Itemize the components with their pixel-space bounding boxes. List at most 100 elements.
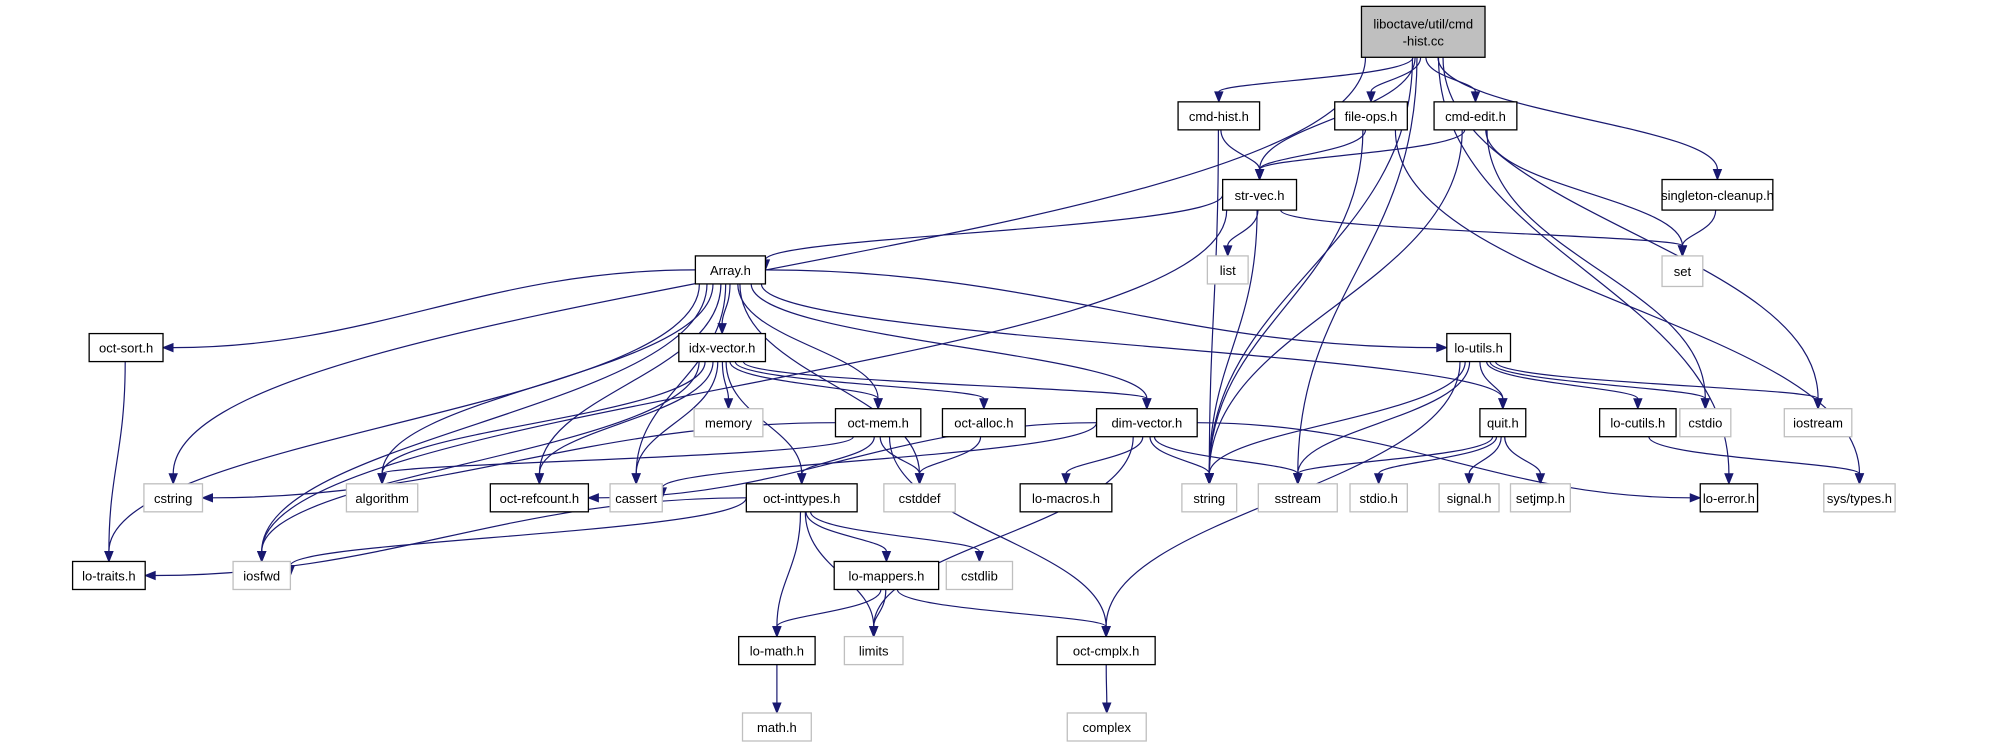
node-lo-macros-h[interactable]: lo-macros.h	[1019, 483, 1113, 513]
edge-line	[888, 436, 1107, 627]
arrowhead-icon	[1470, 91, 1481, 104]
edge-line	[635, 283, 727, 474]
node-complex: complex	[1066, 712, 1147, 742]
node-box	[1349, 483, 1408, 513]
node-label: cstdio	[1688, 416, 1722, 431]
edge-line	[108, 361, 126, 552]
edge-line	[1153, 436, 1299, 475]
node-box	[1661, 178, 1774, 211]
edge-array-h-to-oct-sort-h	[161, 269, 696, 353]
edge-quit-h-to-stdio-h	[1373, 436, 1498, 486]
node-box	[1019, 483, 1113, 513]
edge-lo-utils-h-to-lo-cutils-h	[1486, 361, 1643, 411]
edge-oct-alloc-h-to-cstddef	[914, 436, 982, 486]
node-label: complex	[1083, 720, 1132, 735]
edge-idx-vector-h-to-oct-alloc-h	[734, 361, 989, 411]
node-lo-math-h[interactable]: lo-math.h	[738, 635, 816, 666]
edge-quit-h-to-setjmp-h	[1504, 436, 1546, 486]
node-oct-refcount-h[interactable]: oct-refcount.h	[489, 483, 590, 513]
node-label: signal.h	[1447, 491, 1492, 506]
node-oct-cmplx-h[interactable]: oct-cmplx.h	[1056, 635, 1156, 666]
node-lo-utils-h[interactable]: lo-utils.h	[1446, 332, 1512, 363]
node-root[interactable]: liboctave/util/cmd-hist.cc	[1360, 5, 1486, 58]
node-label: Array.h	[710, 263, 751, 278]
node-lo-traits-h[interactable]: lo-traits.h	[71, 560, 146, 591]
node-label: oct-refcount.h	[500, 491, 580, 506]
node-label: math.h	[757, 720, 797, 735]
edge-line	[742, 361, 1148, 400]
edge-line	[1280, 209, 1683, 247]
edge-root-to-singleton-cleanup-h	[1437, 57, 1723, 181]
node-label: file-ops.h	[1345, 109, 1398, 124]
edge-line	[739, 283, 921, 474]
edge-line	[1468, 436, 1502, 474]
node-label: list	[1220, 263, 1236, 278]
edge-line	[879, 436, 921, 474]
node-box	[843, 635, 904, 666]
node-label: cmd-hist.h	[1189, 109, 1249, 124]
node-label: string	[1193, 491, 1225, 506]
node-box	[1438, 483, 1500, 513]
node-memory: memory	[693, 408, 764, 438]
node-sys-types-h: sys/types.h	[1823, 483, 1896, 513]
node-label: cassert	[615, 491, 657, 506]
edge-line	[289, 497, 747, 567]
arrowhead-icon	[631, 473, 641, 486]
node-array-h[interactable]: Array.h	[694, 255, 767, 285]
edge-line	[810, 511, 980, 553]
node-box	[1823, 483, 1896, 513]
node-file-ops-h[interactable]: file-ops.h	[1334, 101, 1408, 131]
node-limits: limits	[843, 635, 904, 666]
edge-line	[776, 589, 882, 628]
node-box	[1095, 408, 1198, 438]
arrowhead-icon	[1061, 473, 1071, 486]
node-box	[1222, 178, 1298, 211]
node-cstring: cstring	[143, 483, 204, 513]
node-box	[1661, 255, 1704, 288]
edge-lo-utils-h-to-quit-h	[1479, 361, 1508, 411]
node-lo-cutils-h[interactable]: lo-cutils.h	[1598, 408, 1677, 438]
edge-line	[764, 194, 1224, 261]
edge-line	[1297, 361, 1471, 474]
edge-line	[1486, 129, 1706, 399]
node-cstdlib: cstdlib	[945, 560, 1014, 591]
node-quit-h[interactable]: quit.h	[1479, 408, 1527, 438]
edge-oct-mem-h-to-algorithm	[377, 436, 854, 486]
node-label: stdio.h	[1360, 491, 1398, 506]
edge-line	[1197, 422, 1691, 499]
node-box	[1598, 408, 1677, 438]
edge-line	[1065, 436, 1144, 475]
node-sstream: sstream	[1257, 483, 1338, 513]
node-oct-alloc-h[interactable]: oct-alloc.h	[941, 408, 1026, 438]
node-box	[941, 408, 1026, 438]
node-lo-error-h[interactable]: lo-error.h	[1699, 483, 1759, 513]
node-cmd-hist-h[interactable]: cmd-hist.h	[1177, 101, 1261, 131]
edge-line	[1218, 57, 1414, 93]
node-singleton-cleanup-h[interactable]: singleton-cleanup.h	[1661, 178, 1774, 211]
edge-line	[1208, 210, 1258, 474]
edge-line	[1648, 436, 1861, 475]
node-box	[1257, 483, 1338, 513]
arrowhead-icon	[1204, 473, 1215, 486]
node-dim-vector-h[interactable]: dim-vector.h	[1095, 408, 1198, 438]
node-cmd-edit-h[interactable]: cmd-edit.h	[1433, 101, 1518, 131]
node-oct-sort-h[interactable]: oct-sort.h	[88, 332, 164, 363]
arrowhead-icon	[881, 550, 892, 563]
node-box	[1206, 255, 1249, 285]
node-idx-vector-h[interactable]: idx-vector.h	[678, 332, 767, 363]
node-label: cstdlib	[961, 568, 998, 583]
node-label: lo-traits.h	[82, 568, 135, 583]
arrowhead-icon	[1254, 169, 1265, 181]
node-oct-inttypes-h[interactable]: oct-inttypes.h	[745, 483, 858, 513]
node-box	[693, 408, 764, 438]
node-lo-mappers-h[interactable]: lo-mappers.h	[833, 560, 940, 591]
arrowhead-icon	[717, 323, 727, 335]
node-cassert: cassert	[609, 483, 663, 513]
edge-lo-mappers-h-to-oct-cmplx-h	[896, 589, 1111, 638]
node-label: sstream	[1275, 491, 1321, 506]
arrowhead-icon	[168, 473, 178, 486]
node-str-vec-h[interactable]: str-vec.h	[1222, 178, 1298, 211]
edge-array-h-to-idx-vector-h	[717, 283, 731, 335]
arrowhead-icon	[1498, 398, 1508, 411]
node-oct-mem-h[interactable]: oct-mem.h	[834, 408, 922, 438]
